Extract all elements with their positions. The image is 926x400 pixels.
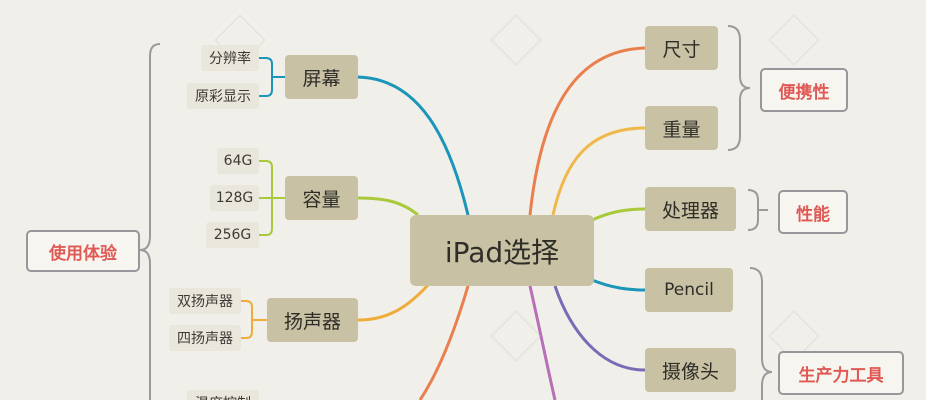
link-weight <box>551 126 646 216</box>
link-camera <box>553 285 646 372</box>
leaf-128g[interactable]: 128G <box>210 185 259 211</box>
group-label-productivity[interactable]: 生产力工具 <box>778 351 904 395</box>
branch-pencil[interactable]: Pencil <box>645 268 733 312</box>
link-size <box>528 46 646 216</box>
bracket-screen <box>258 57 285 97</box>
branch-weight[interactable]: 重量 <box>645 106 718 150</box>
group-label-portability[interactable]: 便携性 <box>760 68 848 112</box>
leaf-64g[interactable]: 64G <box>217 148 259 174</box>
bracket-portability <box>727 25 751 151</box>
bracket-capacity <box>258 160 285 236</box>
bracket-speaker <box>240 300 267 339</box>
leaf-dual-speaker[interactable]: 双扬声器 <box>169 288 241 314</box>
branch-capacity[interactable]: 容量 <box>285 176 358 220</box>
bracket-experience <box>139 43 161 400</box>
link-capacity <box>357 196 419 217</box>
branch-speaker[interactable]: 扬声器 <box>267 298 358 342</box>
bracket-performance <box>747 189 768 231</box>
leaf-resolution[interactable]: 分辨率 <box>201 45 259 71</box>
link-processor <box>591 207 646 222</box>
group-label-experience[interactable]: 使用体验 <box>26 230 140 272</box>
bracket-productivity <box>749 267 773 400</box>
branch-screen[interactable]: 屏幕 <box>285 55 358 99</box>
branch-size[interactable]: 尺寸 <box>645 26 718 70</box>
leaf-true-tone[interactable]: 原彩显示 <box>187 83 259 109</box>
leaf-256g[interactable]: 256G <box>206 222 259 248</box>
link-pencil <box>591 278 646 292</box>
link-speaker <box>357 283 430 322</box>
branch-camera[interactable]: 摄像头 <box>645 348 736 392</box>
leaf-quad-speaker[interactable]: 四扬声器 <box>169 325 241 351</box>
root-topic[interactable]: iPad选择 <box>410 215 594 286</box>
link-extra <box>528 285 557 400</box>
link-temperature <box>418 285 470 400</box>
group-label-performance[interactable]: 性能 <box>778 190 848 234</box>
branch-processor[interactable]: 处理器 <box>645 187 736 231</box>
link-screen <box>356 75 470 216</box>
leaf-temperature[interactable]: 温度控制 <box>187 390 259 400</box>
